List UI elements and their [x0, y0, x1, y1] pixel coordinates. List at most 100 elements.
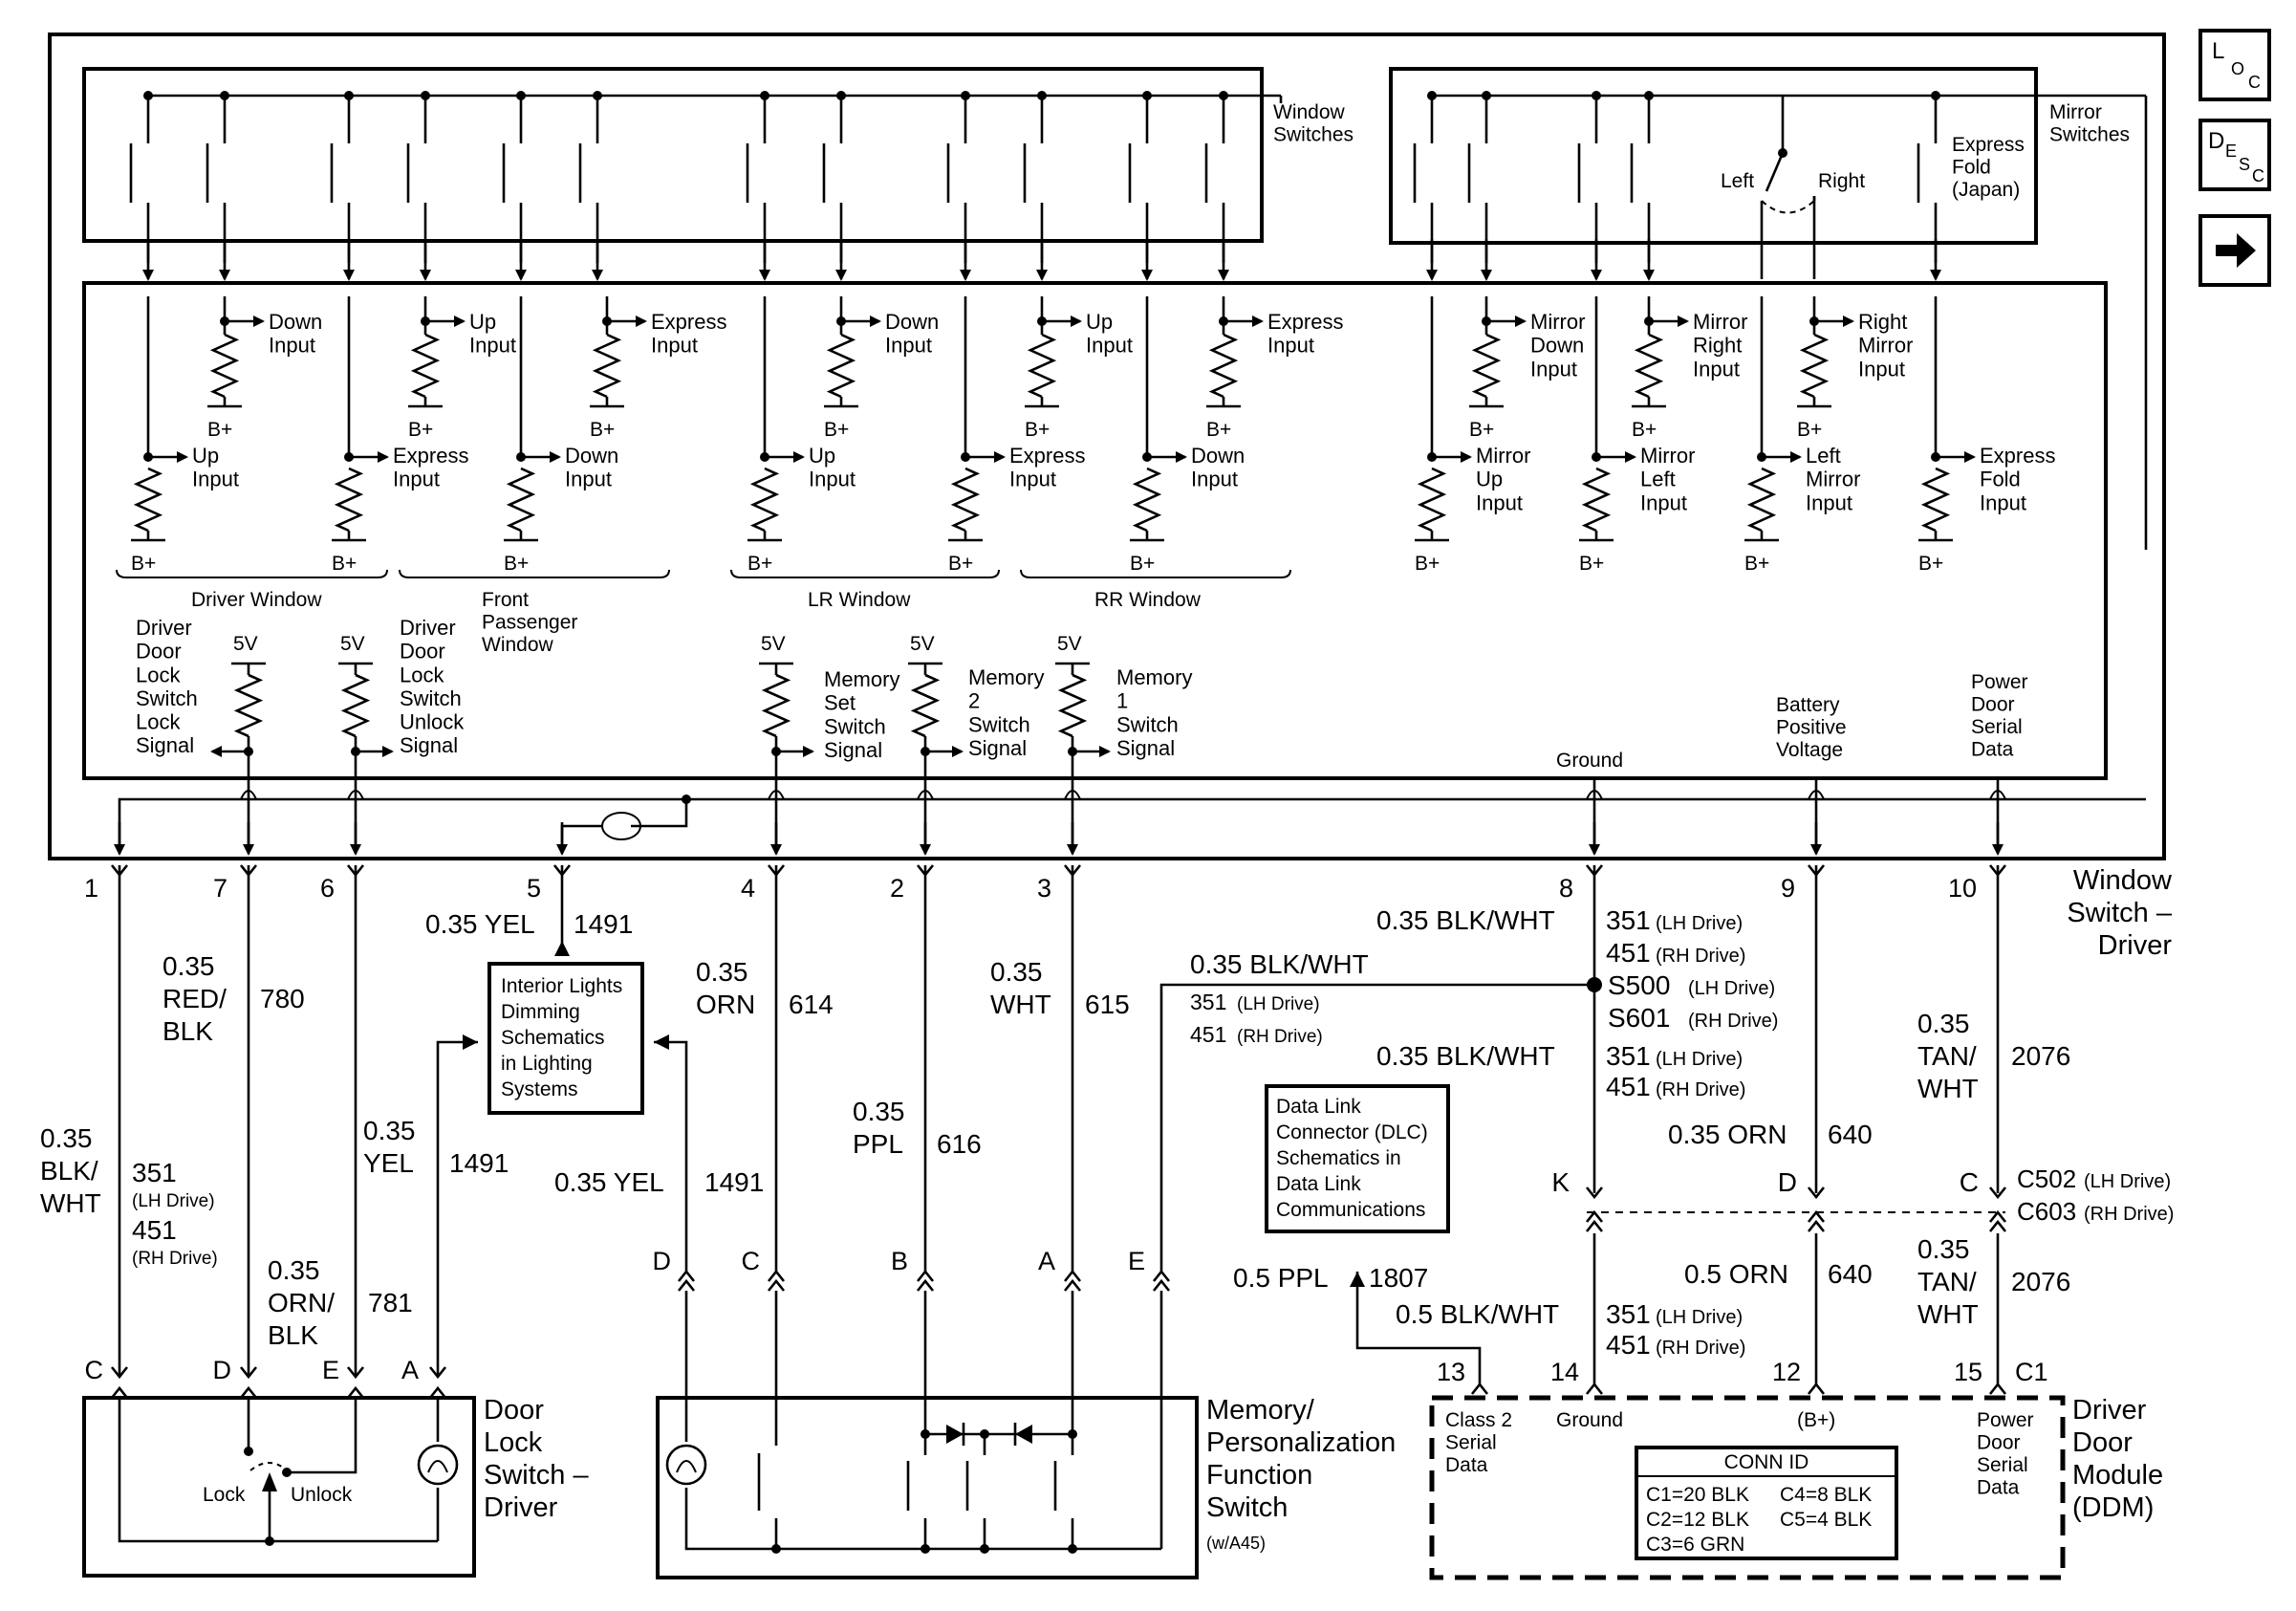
pullup-resistor: [592, 333, 622, 399]
door-lock-pin-e: E: [322, 1356, 339, 1384]
pullup-resistor: [209, 333, 240, 399]
pin5-internal: [631, 799, 688, 828]
wire-k-size: 0.5 BLK/WHT: [1396, 1299, 1559, 1329]
ref-arrow: [463, 1034, 478, 1050]
bplus-label: B+: [747, 553, 772, 575]
memory-chevron: [677, 1269, 696, 1282]
wire-k-c1-note: (LH Drive): [1656, 1307, 1743, 1328]
bplus-label: B+: [1797, 419, 1822, 441]
location-button[interactable]: L O C: [2199, 29, 2271, 101]
wire-c-circuit: 2076: [2011, 1267, 2070, 1296]
contact: [244, 1447, 253, 1456]
inline-chevron: [1807, 1186, 1826, 1200]
next-button[interactable]: [2199, 214, 2271, 287]
conn-id-box: [1635, 1446, 1898, 1560]
door-lock-chevron: [239, 1366, 258, 1380]
memory-chevron: [916, 1278, 935, 1292]
inline-chevron: [1585, 1186, 1604, 1200]
pin1-internal-wire: [118, 797, 2146, 845]
memory-chevron: [1063, 1269, 1082, 1282]
bplus-label: B+: [1415, 553, 1440, 575]
pin-number-7: 7: [213, 874, 227, 903]
wire-crossover: [1808, 790, 1825, 800]
ddm-bplus-label: (B+): [1797, 1409, 1835, 1431]
door-lock-lead: [287, 1400, 357, 1474]
diode-icon: [946, 1425, 964, 1444]
memory-chevron: [1152, 1278, 1171, 1292]
pullup-resistor: [1746, 467, 1777, 533]
wire-crossover: [768, 790, 785, 800]
door-lock-common: [118, 1400, 438, 1543]
5v-label: 5V: [1057, 633, 1082, 655]
loc-letter-o: O: [2231, 59, 2245, 78]
ref-arrow: [1350, 1272, 1365, 1287]
bplus-label: B+: [1206, 419, 1231, 441]
wire-8b-c1-note: (LH Drive): [1656, 1049, 1743, 1070]
pin-number-10: 10: [1948, 874, 1977, 903]
conn-id-title: CONN ID: [1724, 1451, 1809, 1473]
pullup-resistor: [334, 467, 364, 533]
memory-chevron: [916, 1269, 935, 1282]
loc-letter-c: C: [2248, 73, 2261, 92]
bplus-label: B+: [1744, 553, 1769, 575]
bplus-label: B+: [1130, 553, 1155, 575]
ddm-pin-15: 15: [1954, 1358, 1982, 1386]
mirror-left-label: Left: [1721, 170, 1754, 192]
front-passenger-brace: [399, 569, 670, 578]
junction: [682, 795, 691, 804]
mirror-right-label: Right: [1818, 170, 1865, 192]
splice-s601-note: (RH Drive): [1688, 1011, 1778, 1032]
door-lock-linkage: [249, 1462, 288, 1471]
wire-8-size: 0.35 BLK/WHT: [1376, 905, 1555, 935]
description-button[interactable]: D E S C: [2199, 119, 2271, 191]
blade-arrow: [262, 1472, 277, 1491]
bplus-label: B+: [824, 419, 849, 441]
pullup-resistor: [1799, 333, 1830, 399]
c502-note: (LH Drive): [2084, 1171, 2171, 1192]
bplus-label: B+: [1579, 553, 1604, 575]
mirror-switches-box: [1389, 67, 2038, 245]
ground-branch-c2-note: (RH Drive): [1237, 1027, 1323, 1047]
memory-chevron: [767, 1269, 786, 1282]
wire-crossover: [917, 790, 934, 800]
wire-614-circuit: 614: [789, 990, 834, 1019]
circuit-1491-branch: [436, 1040, 478, 1377]
ddm-box: [1429, 1395, 2066, 1580]
window-switch-module-box: [82, 281, 2108, 780]
desc-letter-c: C: [2252, 166, 2264, 185]
desc-letter-d: D: [2208, 128, 2225, 154]
inline-chevron: [1585, 1219, 1604, 1232]
interior-lights-ref-box: [487, 962, 644, 1115]
door-lock-chevron: [428, 1366, 447, 1380]
pullup-resistor: [1132, 467, 1162, 533]
inline-chevron: [1988, 1219, 2007, 1232]
wire-351-circuit-2: 451: [132, 1215, 177, 1245]
ref-arrow: [654, 1034, 669, 1050]
conn-id-c4: C4=8 BLK: [1780, 1484, 1872, 1506]
pin-number-6: 6: [320, 874, 335, 903]
right-arrow-icon: [2216, 233, 2256, 268]
loc-letter-l: L: [2212, 38, 2225, 64]
pullup-resistor: [410, 333, 441, 399]
